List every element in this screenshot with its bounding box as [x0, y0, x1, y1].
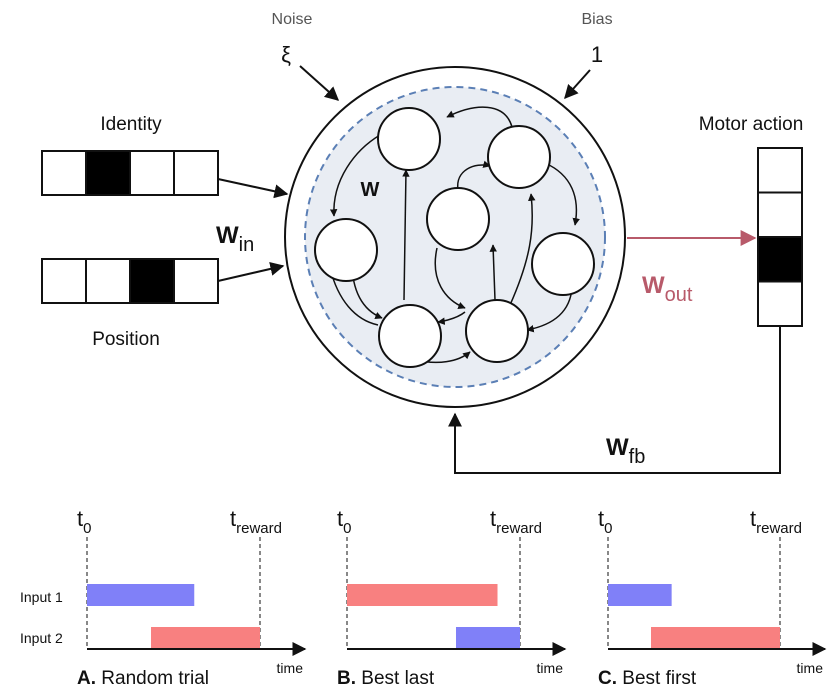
time-label: time [797, 660, 824, 676]
panel-title: C. Best first [598, 668, 697, 689]
input1-label: Input 1 [20, 589, 63, 605]
noise-arrow [299, 65, 340, 101]
time-label: time [537, 660, 564, 676]
neuron [378, 304, 442, 368]
feedback-arrow [448, 325, 781, 474]
position-input-vector [41, 258, 219, 304]
treward-label: treward [750, 506, 802, 537]
t0-label: t0 [77, 506, 91, 537]
noise-symbol: ξ [281, 42, 291, 67]
treward-label: treward [490, 506, 542, 537]
neuron [487, 125, 551, 189]
panel-title: B. Best last [337, 668, 435, 689]
treward-label: treward [230, 506, 282, 537]
neuron [314, 218, 378, 282]
identity-label: Identity [100, 114, 162, 135]
input-interval-bar [455, 627, 520, 649]
vector-cell [757, 280, 803, 327]
motor-output-vector [757, 147, 803, 327]
vector-cell [85, 150, 131, 196]
input2-label: Input 2 [20, 630, 63, 646]
vector-cell [129, 150, 175, 196]
bias-label: Bias [581, 11, 612, 28]
timing-panels: Input 1 Input 2 t0 treward time A. Random t… [20, 506, 827, 689]
motor-action-label: Motor action [699, 114, 804, 135]
vector-cell [757, 147, 803, 194]
vector-cell [41, 150, 87, 196]
vector-cell [41, 258, 87, 304]
noise-label: Noise [272, 11, 313, 28]
identity-input-vector [41, 150, 219, 196]
t0-label: t0 [337, 506, 351, 537]
vector-cell [173, 258, 219, 304]
vector-cell [173, 150, 219, 196]
position-input-arrow [217, 262, 285, 282]
input-interval-bar [151, 627, 260, 649]
input-interval-bar [651, 627, 780, 649]
panel-title: A. Random trial [77, 668, 209, 689]
vector-cell [129, 258, 175, 304]
vector-cell [85, 258, 131, 304]
input-interval-bar [87, 584, 195, 606]
w-out-label: Wout [642, 272, 693, 306]
vector-cell [757, 191, 803, 238]
time-label: time [277, 660, 304, 676]
identity-input-arrow [217, 178, 289, 199]
vector-cell [757, 236, 803, 283]
input-interval-bar [608, 584, 672, 606]
neuron [465, 299, 529, 363]
neuron [531, 232, 595, 296]
neuron [426, 187, 490, 251]
input-interval-bar [347, 584, 498, 606]
neuron [377, 107, 441, 171]
position-label: Position [92, 329, 160, 350]
bias-symbol: 1 [591, 42, 603, 67]
w-in-label: Win [216, 222, 254, 256]
neurons [314, 107, 595, 368]
w-fb-label: Wfb [606, 434, 645, 468]
bias-arrow [564, 69, 591, 100]
t0-label: t0 [598, 506, 612, 537]
w-recurrent-label: W [361, 179, 380, 201]
